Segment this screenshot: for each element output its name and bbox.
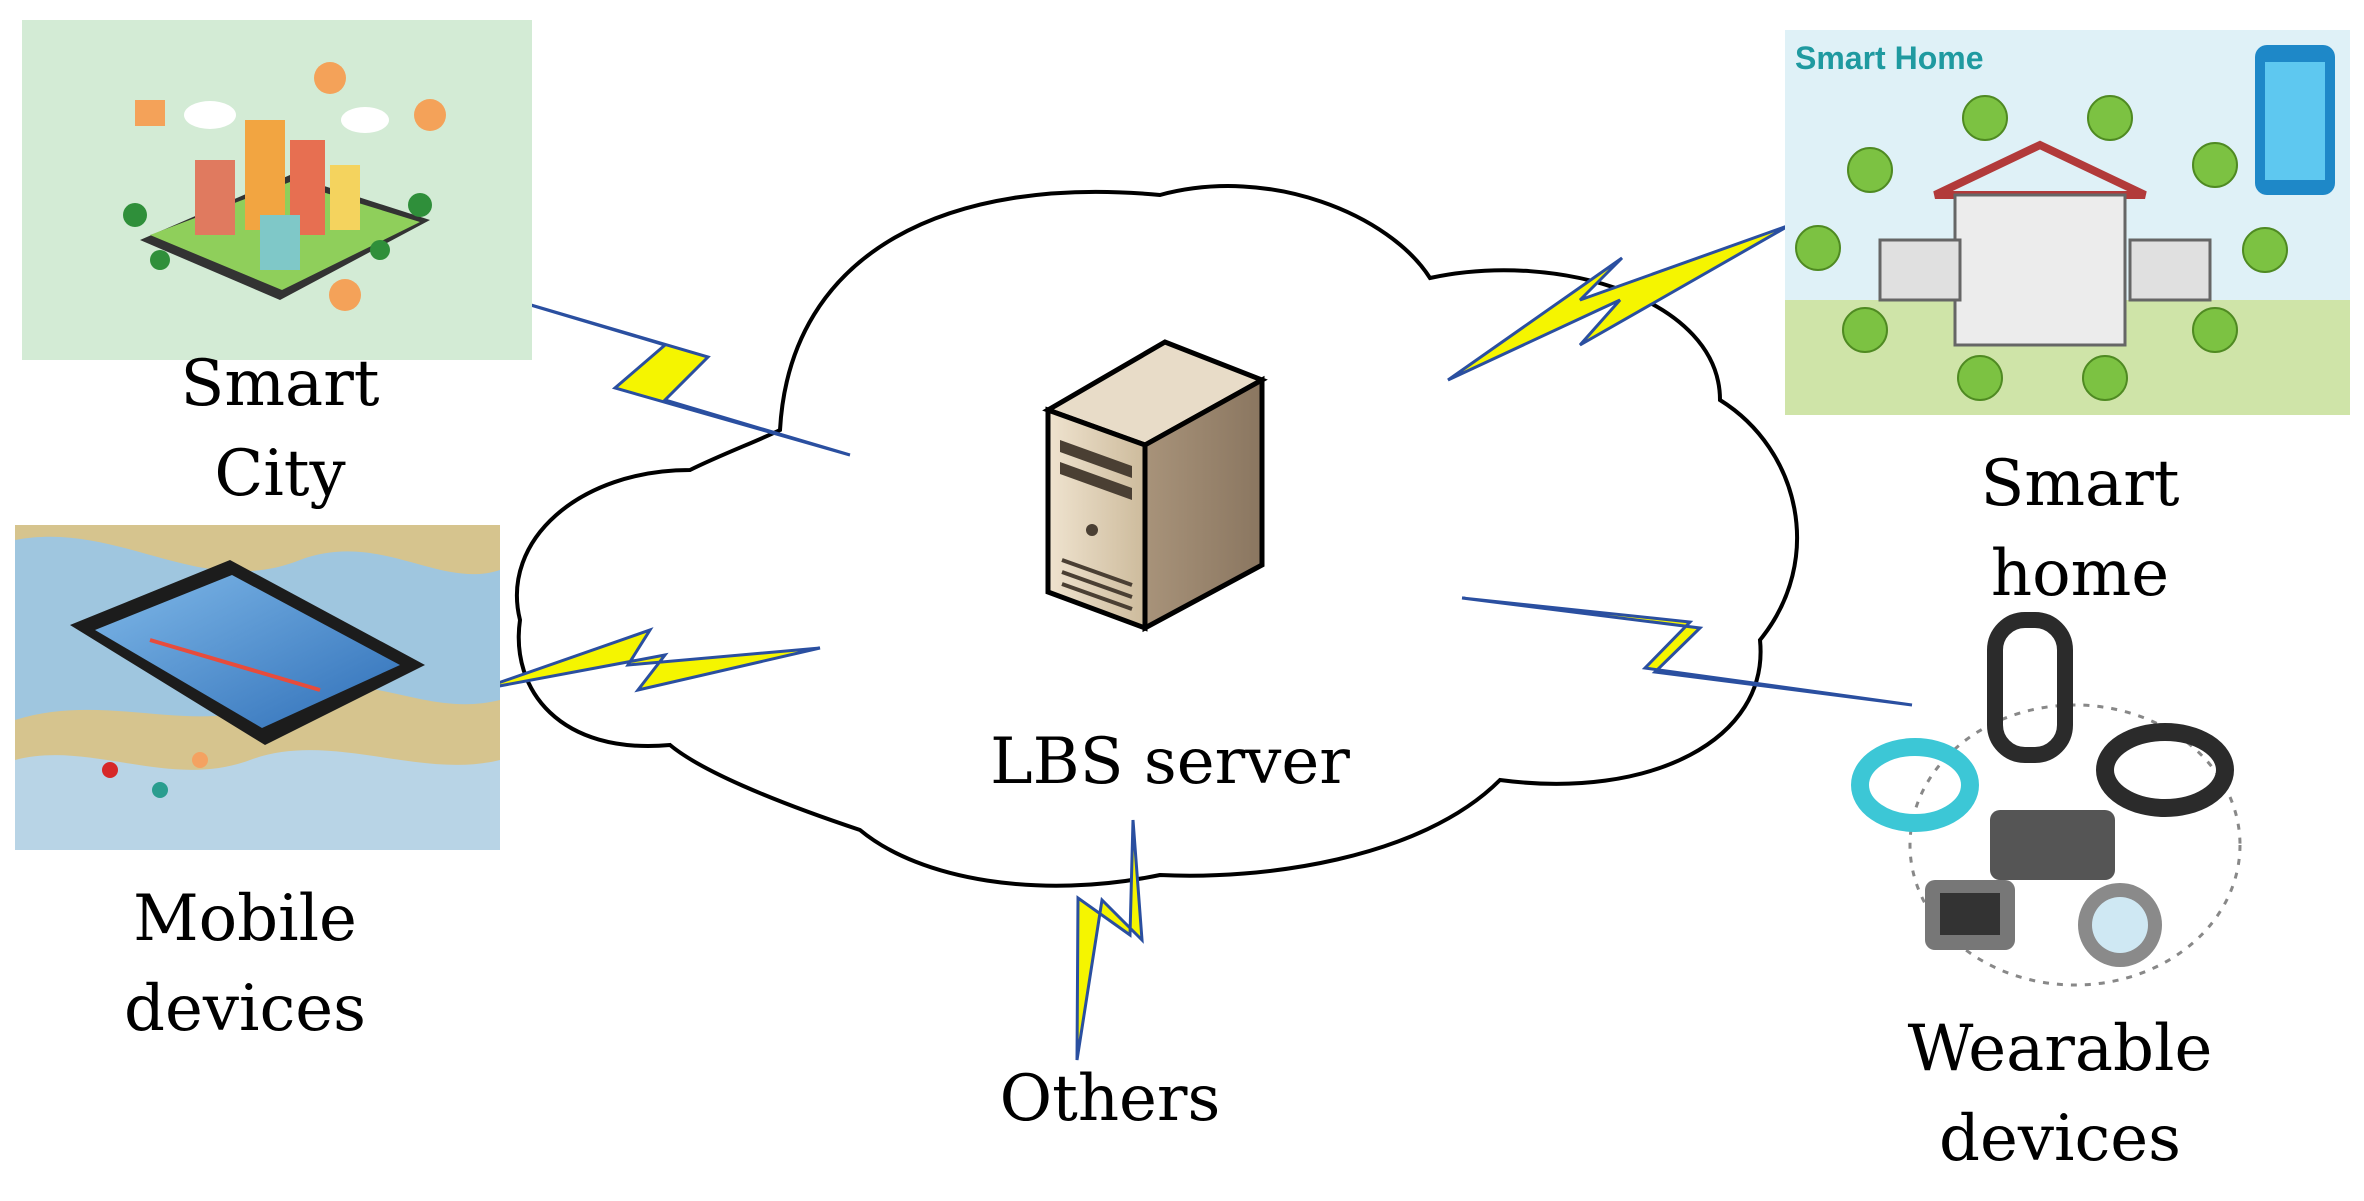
lightning-bolt-icon (479, 288, 851, 457)
smart-home-image-title: Smart Home (1795, 40, 1984, 76)
smart-home-label: Smart home (1980, 447, 2180, 611)
lightning-bolt-icon (477, 627, 821, 693)
lbs-server-label: LBS server (990, 725, 1350, 799)
mobile-devices-label: Mobile devices (123, 882, 367, 1046)
smart-city-illustration (22, 20, 532, 360)
lightning-bolt-icon (1461, 596, 1913, 707)
smartphone-map-illustration (15, 525, 500, 850)
others-label: Others (999, 1062, 1221, 1136)
smart-city-label: Smart City (180, 347, 380, 511)
smart-home-illustration (1785, 30, 2350, 415)
wearable-devices-illustration (1851, 612, 2242, 987)
server-icon (1042, 339, 1268, 633)
lightning-bolt-icon (1075, 819, 1144, 1061)
wearable-devices-label: Wearable devices (1907, 1012, 2213, 1176)
lightning-bolt-icon (1447, 223, 1791, 382)
